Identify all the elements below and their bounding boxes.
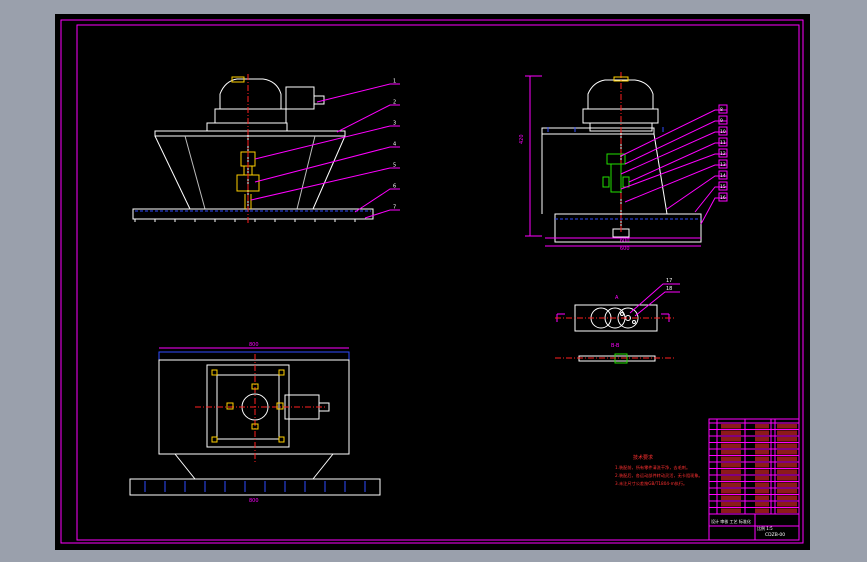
balloon-8: 8 (720, 107, 723, 113)
top-width-dim: 800 (249, 342, 259, 348)
title-block-signatures: 设计 审核 工艺 标准化 (711, 518, 751, 524)
side-width-dim-bottom: 600 (620, 246, 630, 252)
side-balloons: 8 9 10 11 12 13 14 15 16 (720, 107, 726, 201)
top-view-base (129, 478, 381, 496)
balloon-14: 14 (720, 173, 726, 179)
notes-line-3: 3.未注尺寸公差按GB/T1804-m执行。 (615, 480, 687, 487)
balloon-15: 15 (720, 184, 726, 190)
section-a-label: A (615, 295, 619, 301)
top-view-rail (158, 351, 350, 361)
outer-border (60, 19, 804, 544)
title-block-scale: 比例 1:5 (757, 525, 773, 531)
notes-title: 技术要求 (633, 454, 653, 461)
balloon-18: 18 (666, 286, 672, 292)
detail-section-bb (555, 353, 675, 364)
balloon-2: 2 (393, 100, 396, 106)
balloon-3: 3 (393, 121, 396, 127)
side-view-accents (547, 72, 701, 234)
side-view (541, 79, 702, 243)
balloon-6: 6 (393, 184, 396, 190)
notes-line-1: 1.装配前，所有零件清洗干净，去毛刺。 (615, 464, 690, 471)
balloon-11: 11 (720, 140, 726, 146)
section-bb-label: B-B (611, 343, 620, 349)
front-view-accents (135, 74, 371, 224)
motor-shaft-stub (313, 95, 325, 105)
title-block (708, 418, 800, 541)
motor-housing (219, 78, 282, 110)
balloon-1: 1 (393, 79, 396, 85)
base-plate (132, 208, 374, 220)
top-plate (154, 130, 346, 137)
front-balloons: 1 2 3 4 5 6 7 (393, 79, 396, 211)
drawing-number: CDZB-00 (765, 532, 785, 538)
detail-section-a (555, 304, 675, 332)
side-top-plate (541, 127, 655, 135)
balloon-13: 13 (720, 162, 726, 168)
side-motor-housing (587, 79, 654, 110)
detail-leaders (629, 283, 680, 317)
motor-flange (206, 364, 290, 448)
balloon-5: 5 (393, 163, 396, 169)
side-height-dim: 420 (519, 134, 525, 144)
side-leaders (620, 104, 728, 225)
top-view-accents (144, 354, 366, 492)
balloon-16: 16 (720, 195, 726, 201)
top-view-body (158, 359, 350, 455)
motor-gearbox (285, 86, 315, 110)
side-width-dim-top: 600 (620, 238, 630, 244)
balloon-12: 12 (720, 151, 726, 157)
front-view (132, 78, 374, 222)
frame-legs (154, 135, 346, 210)
side-base (554, 213, 702, 243)
side-dimensions (525, 75, 701, 247)
balloon-17: 17 (666, 278, 672, 284)
balloon-4: 4 (393, 142, 396, 148)
inner-border (76, 24, 800, 541)
side-frame (541, 133, 668, 215)
balloon-9: 9 (720, 118, 723, 124)
balloon-7: 7 (393, 205, 396, 211)
notes-line-2: 2.装配后，各运动部件转动灵活，无卡阻现象。 (615, 472, 703, 479)
base-width-dim: 800 (249, 498, 259, 504)
balloon-10: 10 (720, 129, 726, 135)
front-leaders (250, 83, 400, 219)
